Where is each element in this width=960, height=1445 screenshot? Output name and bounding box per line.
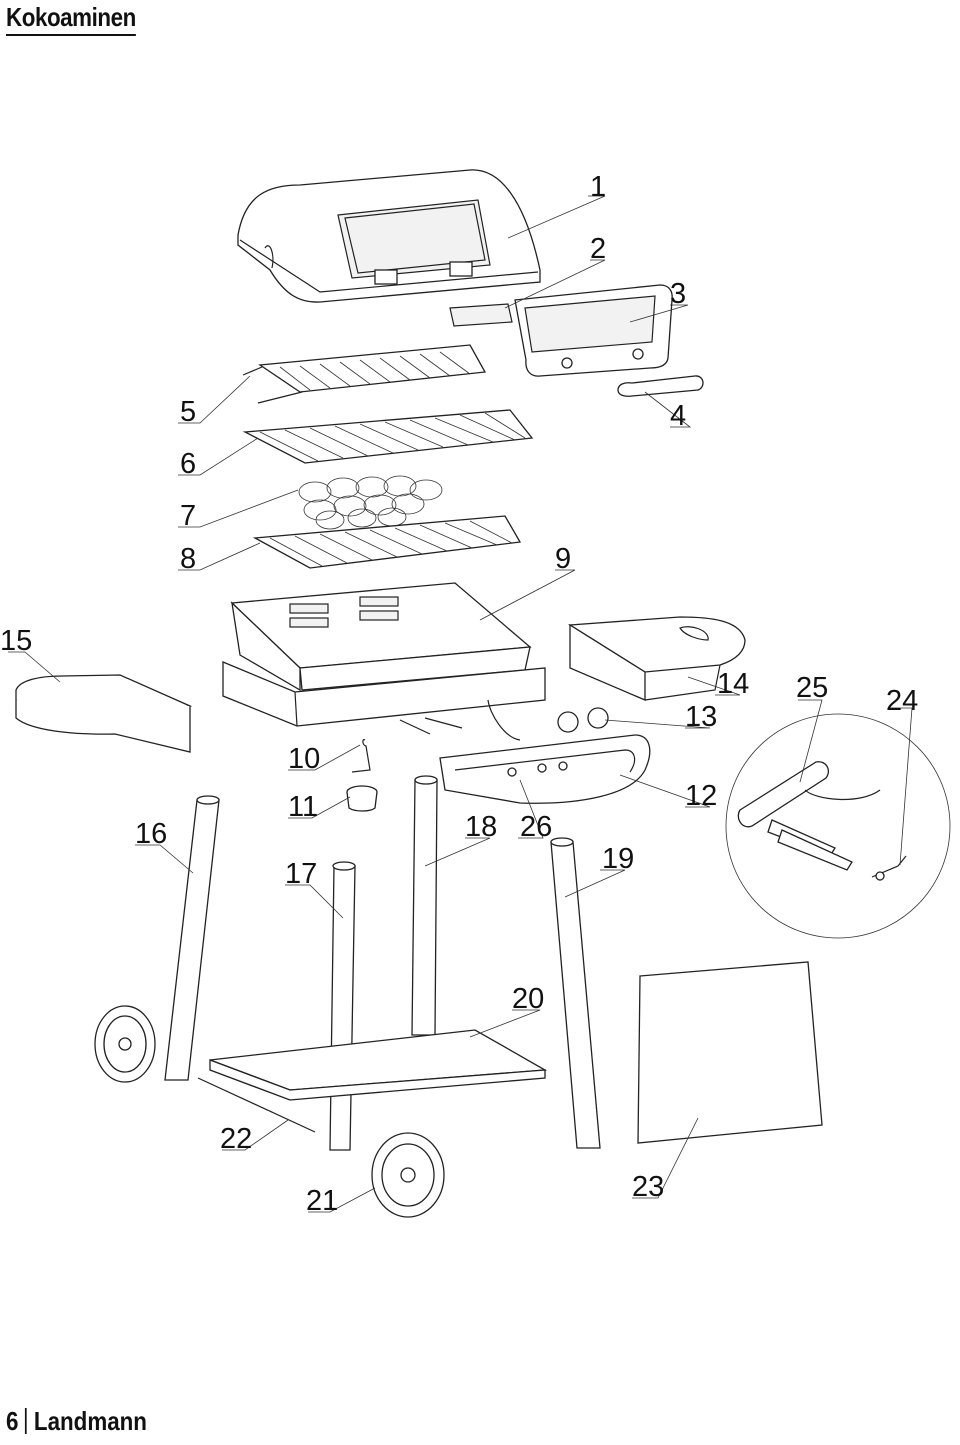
callout-14: 14: [717, 668, 749, 700]
callout-11: 11: [288, 791, 318, 823]
callout-7: 7: [180, 500, 196, 532]
part-front-frame: [514, 284, 673, 377]
callout-25: 25: [796, 672, 828, 704]
callout-3: 3: [670, 278, 686, 310]
part-right-shelf: [567, 616, 746, 701]
callout-18: 18: [465, 811, 497, 843]
part-axle: [197, 1077, 316, 1133]
callout-9: 9: [555, 543, 571, 575]
callout-23: 23: [632, 1171, 664, 1203]
part-knobs: [557, 707, 609, 733]
part-bowl-frame: [222, 661, 546, 735]
callout-20: 20: [512, 983, 544, 1015]
page-number: 6: [6, 1406, 19, 1436]
part-lid: [237, 169, 541, 303]
part-bottom-shelf: [209, 1029, 548, 1101]
part-wheels: [94, 1005, 445, 1218]
callout-24: 24: [886, 685, 918, 717]
part-igniter: [487, 699, 521, 741]
part-thermometer-plate: [449, 303, 513, 327]
part-handle: [617, 375, 704, 397]
callout-8: 8: [180, 543, 196, 575]
part-fire-bowl: [230, 582, 532, 692]
callout-12: 12: [685, 780, 717, 812]
page-title: Kokoaminen: [6, 2, 136, 36]
callout-13: 13: [685, 701, 717, 733]
part-detail-circle: [725, 713, 951, 939]
callout-22: 22: [220, 1123, 252, 1155]
callout-15: 15: [0, 625, 32, 657]
callout-6: 6: [180, 448, 196, 480]
callout-19: 19: [602, 843, 634, 875]
part-hook: [351, 739, 371, 773]
callout-16: 16: [135, 818, 167, 850]
leader-lines: [8, 195, 913, 1213]
callout-5: 5: [180, 396, 196, 428]
brand-name: Landmann: [33, 1406, 147, 1436]
part-left-shelf: [15, 674, 193, 753]
part-charcoal-grid: [252, 515, 522, 569]
callout-4: 4: [670, 400, 686, 432]
callout-10: 10: [288, 743, 320, 775]
part-panel: [637, 961, 823, 1144]
callout-26: 26: [520, 811, 552, 843]
part-cup: [346, 785, 378, 812]
part-control-panel: [439, 734, 651, 804]
callout-21: 21: [306, 1185, 338, 1217]
page-footer: 6 Landmann: [6, 1406, 147, 1437]
footer-separator: [25, 1408, 28, 1434]
part-charcoal: [298, 475, 443, 530]
part-warming-rack: [242, 344, 487, 404]
callout-1: 1: [590, 171, 606, 203]
callout-labels: 1 2 3 4 5 6 7 8 9 10 11 12 13 14 15 16 1…: [0, 171, 918, 1217]
callout-17: 17: [285, 858, 317, 890]
part-cooking-grid: [242, 409, 534, 464]
callout-2: 2: [590, 233, 606, 265]
